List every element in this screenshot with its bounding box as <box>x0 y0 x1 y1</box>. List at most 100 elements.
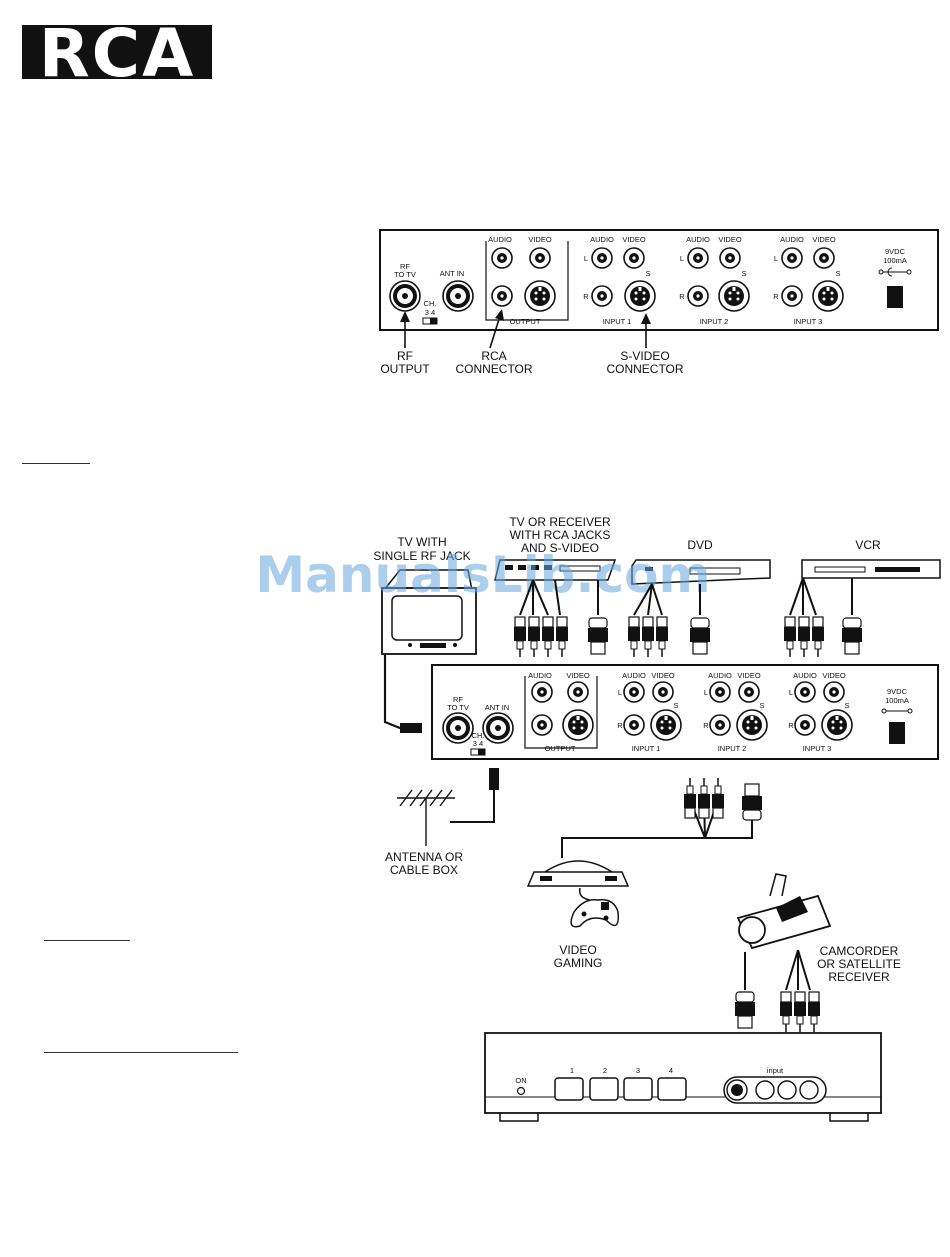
mid-output-label: OUTPUT <box>545 744 576 753</box>
mid-input3-video-jack <box>823 681 845 703</box>
rf-output-callout-2: OUTPUT <box>380 362 430 376</box>
mid-ch-numbers: 3 4 <box>473 739 483 748</box>
antenna: ANTENNA OR CABLE BOX <box>385 789 463 877</box>
power-jack <box>887 286 903 308</box>
mid-input2-label: INPUT 2 <box>718 744 747 753</box>
power-current-label: 100mA <box>883 256 907 265</box>
dvd-player: DVD <box>631 538 771 585</box>
input1-audio-r-jack <box>591 285 613 307</box>
rf-to-tv-jack <box>388 279 422 313</box>
input1-s-label: S <box>645 269 650 278</box>
to-tv-label: TO TV <box>394 270 416 279</box>
input1-audio-l-jack <box>591 247 613 269</box>
mid-input1-svideo-jack <box>650 709 682 741</box>
rear-panel-middle: RF TO TV ANT IN CH. 3 4 AUDIO VIDEO OUTP… <box>431 664 939 760</box>
input3-r-label: R <box>773 292 779 301</box>
mid-input2-r-label: R <box>703 721 709 730</box>
mid-to-tv-label: TO TV <box>447 703 469 712</box>
mid-output-svideo-jack <box>562 709 594 741</box>
rca-logo: RCA <box>22 15 212 92</box>
input1-svideo-jack <box>624 280 656 312</box>
input3-l-label: L <box>774 254 778 263</box>
input1-l-label: L <box>584 254 588 263</box>
output-video-label: VIDEO <box>528 235 552 244</box>
output-audio-jack-2 <box>491 285 513 307</box>
input2-video-jack <box>719 247 741 269</box>
antenna-plug-icon <box>489 768 499 790</box>
input2-label: INPUT 2 <box>700 317 729 326</box>
mid-input3-svideo-jack <box>821 709 853 741</box>
button-4-label: 4 <box>669 1066 673 1075</box>
mid-input1-l-label: L <box>618 688 622 697</box>
mid-input3-l-jack <box>794 681 816 703</box>
section-rule-2 <box>44 940 130 941</box>
front-jack-1 <box>755 1080 775 1100</box>
output-svideo-jack <box>524 280 556 312</box>
input-3-button[interactable] <box>623 1077 653 1101</box>
button-2-label: 2 <box>603 1066 607 1075</box>
mid-input1-video-label: VIDEO <box>651 671 675 680</box>
mid-ant-in-jack <box>481 711 515 745</box>
mid-input3-r-label: R <box>788 721 794 730</box>
mid-output-audio-jack-1 <box>531 681 553 703</box>
front-input-label: input <box>767 1066 784 1075</box>
input1-audio-label: AUDIO <box>590 235 614 244</box>
mid-output-audio-label: AUDIO <box>528 671 552 680</box>
antenna-label-1: ANTENNA OR <box>385 850 463 864</box>
mid-output-video-label: VIDEO <box>566 671 590 680</box>
camcorder-cables <box>744 949 811 991</box>
rca-callout-1: RCA <box>481 349 506 363</box>
mid-power-current-label: 100mA <box>885 696 909 705</box>
input3-svideo-jack <box>812 280 844 312</box>
vcr-label: VCR <box>855 538 881 552</box>
gaming-label-2: GAMING <box>554 956 603 970</box>
input3-audio-r-jack <box>781 285 803 307</box>
dc-polarity-icon <box>878 267 912 277</box>
power-led <box>516 1086 526 1096</box>
mid-input1-label: INPUT 1 <box>632 744 661 753</box>
receiver-label-2: WITH RCA JACKS <box>510 528 611 542</box>
antenna-label-2: CABLE BOX <box>390 863 458 877</box>
ant-in-label: ANT IN <box>440 269 464 278</box>
input2-l-label: L <box>680 254 684 263</box>
mid-input3-l-label: L <box>789 688 793 697</box>
dvd-label: DVD <box>687 538 713 552</box>
input3-video-jack <box>813 247 835 269</box>
on-label: ON <box>515 1076 526 1085</box>
ch-numbers: 3 4 <box>425 308 435 317</box>
watermark: ManualsLib.com <box>255 546 710 604</box>
mid-dc-polarity-icon <box>881 708 913 714</box>
section-rule-1 <box>22 463 90 464</box>
input-4-button[interactable] <box>657 1077 687 1101</box>
callouts: RF OUTPUT RCA CONNECTOR S-VIDEO CONNECTO… <box>380 309 684 376</box>
input3-video-label: VIDEO <box>812 235 836 244</box>
output-audio-label: AUDIO <box>488 235 512 244</box>
input2-s-label: S <box>741 269 746 278</box>
mid-input2-l-jack <box>709 681 731 703</box>
mid-ch-label: CH. <box>472 731 485 740</box>
input2-svideo-jack <box>718 280 750 312</box>
camcorder-label-3: RECEIVER <box>828 970 890 984</box>
mid-input2-s-label: S <box>759 701 764 710</box>
mid-rf-jack <box>441 711 475 745</box>
mid-rf-label: RF <box>453 695 463 704</box>
receiver-device: TV OR RECEIVER WITH RCA JACKS AND S-VIDE… <box>494 515 617 581</box>
output-video-jack <box>529 247 551 269</box>
mid-input1-video-jack <box>652 681 674 703</box>
camcorder-label-2: OR SATELLITE <box>817 957 901 971</box>
rf-output-callout-1: RF <box>397 349 413 363</box>
input3-audio-l-jack <box>781 247 803 269</box>
game-console <box>526 860 630 887</box>
mid-input2-svideo-jack <box>736 709 768 741</box>
input3-audio-label: AUDIO <box>780 235 804 244</box>
input1-video-label: VIDEO <box>622 235 646 244</box>
receiver-label-3: AND S-VIDEO <box>521 541 599 555</box>
mid-input2-audio-label: AUDIO <box>708 671 732 680</box>
mid-power-jack <box>889 722 905 744</box>
camcorder-label-1: CAMCORDER <box>820 944 899 958</box>
mid-input1-l-jack <box>623 681 645 703</box>
input-2-button[interactable] <box>589 1077 619 1101</box>
input-1-button[interactable] <box>554 1077 584 1101</box>
mid-power-voltage-label: 9VDC <box>887 687 908 696</box>
